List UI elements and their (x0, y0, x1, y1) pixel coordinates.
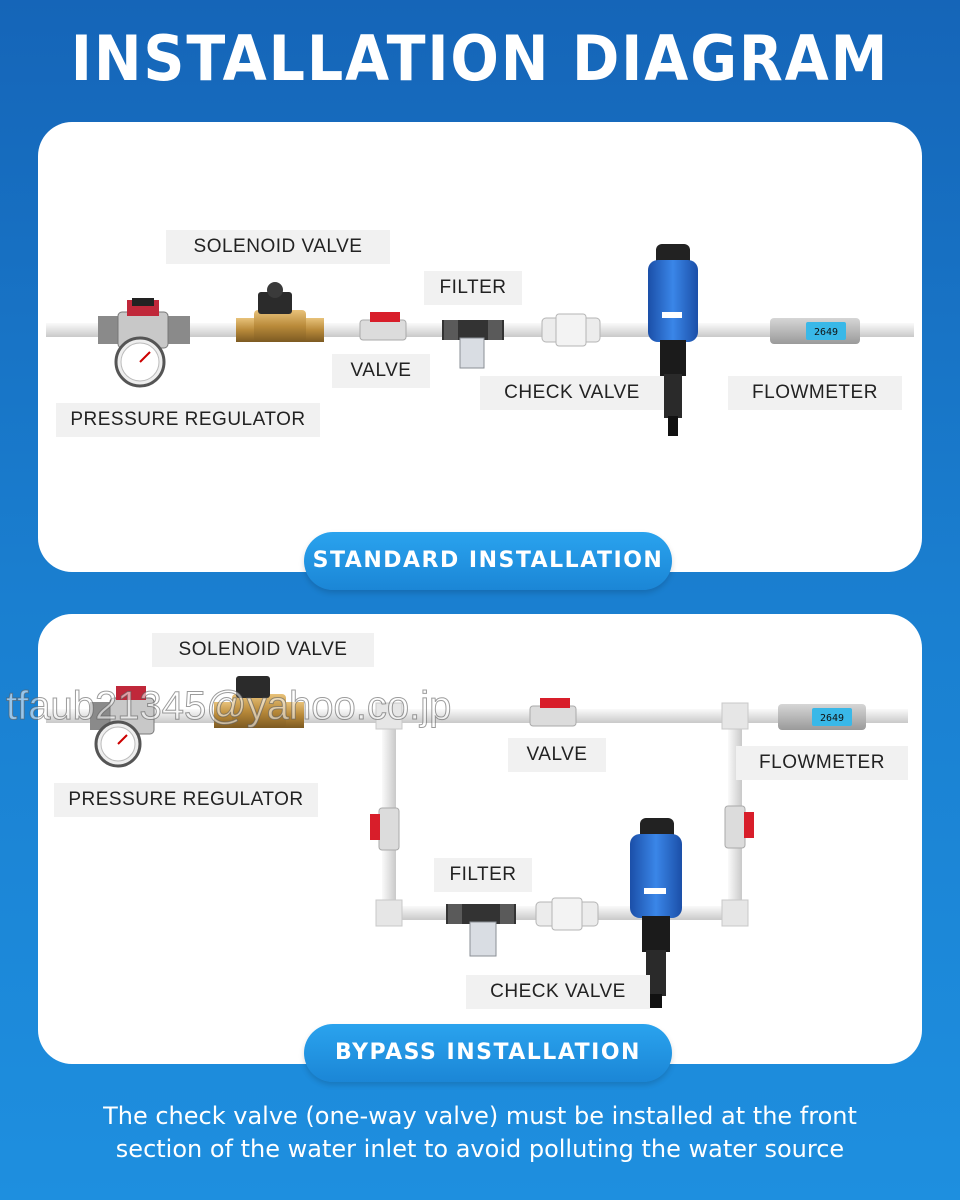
bypass-installation-caption: BYPASS INSTALLATION (304, 1024, 672, 1082)
bypass-filter-icon (446, 904, 516, 957)
bypass-label-pressure-regulator: PRESSURE REGULATOR (54, 783, 318, 817)
pressure-regulator-icon (98, 298, 190, 388)
bypass-check-valve-icon (535, 897, 599, 931)
filter-icon (442, 320, 504, 369)
bypass-label-valve: VALVE (508, 738, 606, 772)
bypass-label-flowmeter: FLOWMETER (736, 746, 908, 780)
flowmeter-icon: 2649 (770, 318, 860, 344)
bypass-left-valve-icon (370, 807, 400, 851)
label-pressure-regulator: PRESSURE REGULATOR (56, 403, 320, 437)
check-valve-icon (541, 313, 601, 347)
label-check-valve: CHECK VALVE (480, 376, 664, 410)
bypass-pressure-regulator-icon (90, 686, 155, 768)
standard-installation-caption: STANDARD INSTALLATION (304, 532, 672, 590)
label-valve: VALVE (332, 354, 430, 388)
ball-valve-icon (359, 312, 407, 341)
installation-note-line2: section of the water inlet to avoid poll… (115, 1135, 845, 1163)
watermark-text: tfaub21345@yahoo.co.jp (5, 684, 452, 729)
bypass-label-filter: FILTER (434, 858, 532, 892)
dosing-dispenser-icon (648, 244, 698, 436)
installation-note-line1: The check valve (one-way valve) must be … (103, 1102, 857, 1130)
solenoid-valve-icon (236, 282, 324, 342)
bypass-right-valve-icon (724, 805, 754, 849)
bypass-flowmeter-display-readout: 2649 (820, 713, 844, 724)
bypass-solenoid-valve-icon (214, 676, 304, 728)
label-solenoid-valve: SOLENOID VALVE (166, 230, 390, 264)
flowmeter-display-readout: 2649 (814, 327, 838, 338)
label-flowmeter: FLOWMETER (728, 376, 902, 410)
bypass-flowmeter-icon: 2649 (778, 704, 866, 730)
label-filter: FILTER (424, 271, 522, 305)
installation-note: The check valve (one-way valve) must be … (0, 1100, 960, 1166)
bypass-label-check-valve: CHECK VALVE (466, 975, 650, 1009)
page-title: INSTALLATION DIAGRAM (70, 22, 890, 95)
bypass-top-valve-icon (529, 698, 577, 727)
bypass-label-solenoid-valve: SOLENOID VALVE (152, 633, 374, 667)
bypass-dosing-dispenser-icon (630, 818, 682, 1008)
